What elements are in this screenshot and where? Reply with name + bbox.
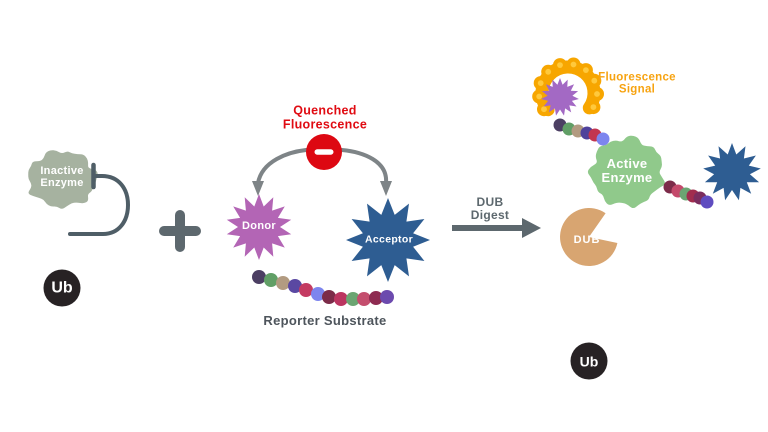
arrowhead-down-icon (252, 181, 264, 196)
substrate-bead (334, 292, 348, 306)
fluorescence-signal-label: Fluorescence Signal (598, 71, 676, 96)
dub-digest-label: DUB Digest (470, 195, 510, 222)
substrate-bead (288, 279, 302, 293)
substrate-bead (299, 283, 313, 297)
substrate-bead (369, 291, 383, 305)
substrate-bead (264, 273, 278, 287)
ub-badge-left: Ub (43, 269, 81, 307)
emitting-donor-star (541, 78, 579, 116)
substrate-bead (357, 292, 371, 306)
substrate-bead (380, 290, 394, 304)
quench-arrow-right (340, 148, 392, 196)
acceptor-label: Acceptor (365, 233, 413, 246)
inactive-enzyme-label: Inactive Enzyme (40, 165, 84, 189)
active-enzyme-blob (587, 135, 665, 209)
dub-pacman (560, 207, 618, 266)
quench-arrow-left (252, 148, 308, 196)
acceptor-star (346, 198, 430, 282)
arrowhead-down-icon (380, 181, 392, 196)
cleaved-acceptor-chain (663, 180, 714, 209)
substrate-bead (252, 270, 266, 284)
quenched-fluorescence-label: Quenched Fluorescence (282, 103, 368, 131)
hook-curve (68, 174, 131, 236)
ub-badge-right: Ub (570, 342, 608, 380)
substrate-bead (276, 276, 290, 290)
inactive-enzyme-blob (28, 150, 98, 209)
substrate-bead (596, 132, 610, 146)
substrate-bead (311, 287, 325, 301)
plus-icon (159, 210, 201, 252)
cleaved-signal-chain (553, 118, 610, 146)
active-enzyme-label: Active Enzyme (601, 155, 653, 185)
donor-star (226, 194, 292, 260)
ub-hook-arrow (68, 162, 131, 236)
reporter-substrate-label: Reporter Substrate (263, 312, 387, 328)
substrate-bead (700, 195, 714, 209)
reporter-substrate-chain (252, 270, 394, 306)
arrowhead-right-icon (522, 218, 541, 238)
minus-badge (306, 134, 342, 170)
donor-label: Donor (242, 220, 276, 233)
substrate-bead (322, 290, 336, 304)
ub-right-label: Ub (579, 353, 599, 369)
fluorescence-corona-icon (532, 57, 604, 117)
minus-icon (314, 149, 334, 155)
dub-label: DUB (573, 234, 601, 247)
dub-digest-arrow (452, 218, 541, 238)
substrate-bead (346, 292, 360, 306)
released-acceptor-star (703, 143, 761, 201)
ub-left-label: Ub (51, 279, 73, 296)
